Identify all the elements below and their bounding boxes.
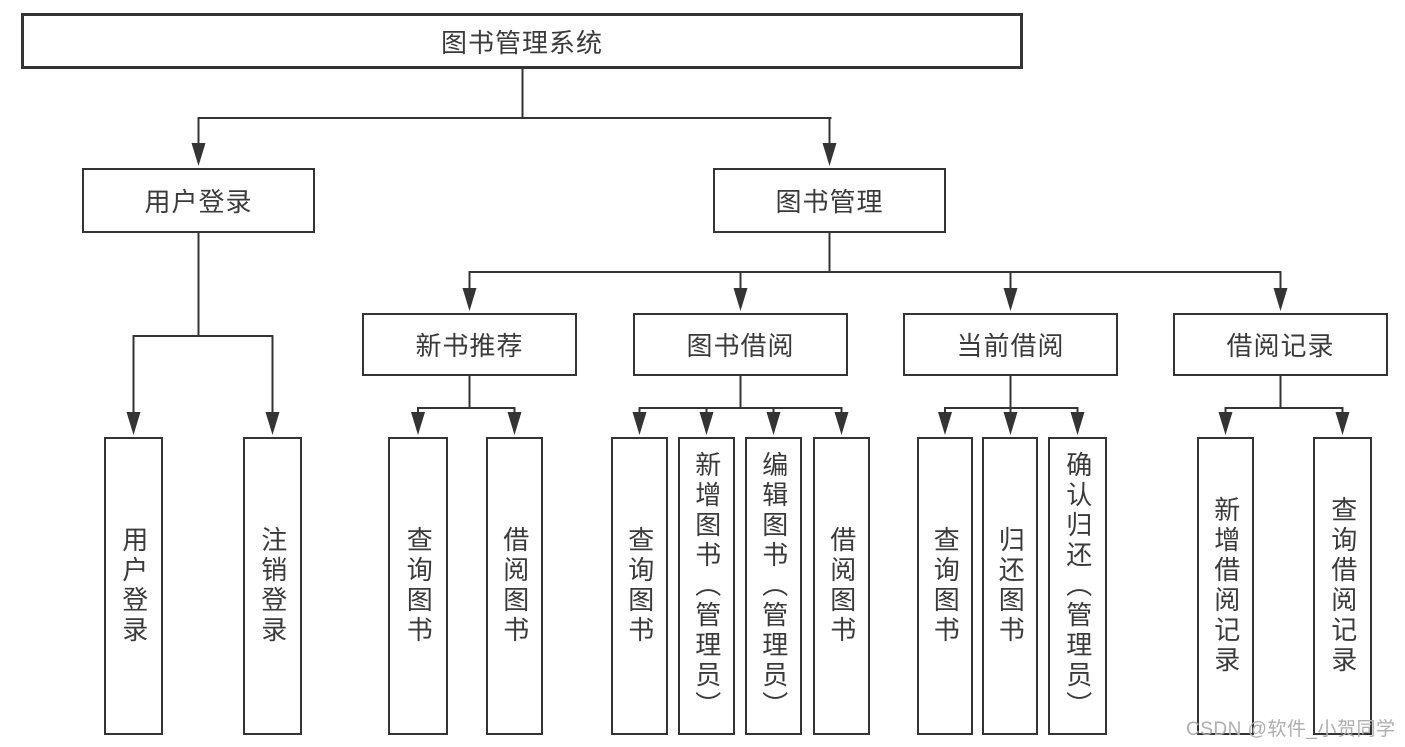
arrowhead-icon [507, 412, 522, 435]
arrowhead-icon [1218, 412, 1233, 435]
leaf-label: 查询借阅记录 [1327, 496, 1358, 676]
node-current-borrowing: 当前借阅 [903, 313, 1118, 376]
node-borrowing-records: 借阅记录 [1173, 313, 1388, 376]
leaf-label: 查询图书 [930, 526, 961, 646]
leaf-user-login: 用户登录 [104, 437, 163, 735]
arrowhead-icon [1273, 288, 1288, 311]
arrowhead-icon [1070, 412, 1085, 435]
leaf-label: 确认归还（管理员） [1062, 451, 1093, 721]
arrowhead-icon [822, 143, 837, 166]
node-library-management-system: 图书管理系统 [21, 13, 1023, 69]
node-label: 图书借阅 [686, 331, 795, 361]
arrowhead-icon [766, 412, 781, 435]
csdn-watermark: CSDN @软件_小贺同学 [1186, 719, 1396, 740]
node-label: 新书推荐 [415, 331, 524, 361]
leaf-label: 新增图书（管理员） [691, 451, 722, 721]
leaf-query-books-borrowing: 查询图书 [611, 437, 668, 735]
connector-borrow-to-leaves [638, 375, 843, 415]
arrowhead-icon [191, 143, 206, 166]
arrowhead-icon [834, 412, 849, 435]
arrowhead-icon [411, 412, 425, 435]
connector-current-to-leaves [944, 375, 1079, 415]
arrowhead-icon [462, 288, 477, 311]
arrowhead-icon [938, 412, 952, 435]
arrowhead-icon [632, 412, 647, 435]
leaf-edit-books-admin: 编辑图书（管理员） [745, 437, 802, 735]
leaf-label: 查询图书 [403, 526, 434, 646]
connector-login-to-leaves [132, 232, 274, 415]
leaf-label: 归还图书 [995, 526, 1026, 646]
leaf-borrow-books-newbooks: 借阅图书 [486, 437, 543, 735]
leaf-borrow-books-borrowing: 借阅图书 [813, 437, 870, 735]
leaf-query-borrow-record: 查询借阅记录 [1313, 437, 1372, 735]
connector-newbooks-to-leaves [417, 375, 516, 415]
node-label: 用户登录 [144, 187, 253, 217]
leaf-add-borrow-record: 新增借阅记录 [1197, 437, 1254, 735]
leaf-query-books-current: 查询图书 [917, 437, 973, 735]
arrowhead-icon [1003, 288, 1018, 311]
connector-root-to-level2 [197, 67, 832, 146]
arrowhead-icon [699, 412, 714, 435]
node-label: 当前借阅 [956, 331, 1065, 361]
leaf-label: 新增借阅记录 [1210, 496, 1241, 676]
arrowhead-icon [126, 412, 141, 435]
leaf-logout: 注销登录 [243, 437, 302, 735]
node-label: 图书管理系统 [440, 27, 603, 58]
leaf-label: 查询图书 [624, 526, 655, 646]
leaf-label: 注销登录 [257, 526, 288, 646]
leaf-label: 借阅图书 [826, 526, 857, 646]
connector-records-to-leaves [1224, 375, 1344, 415]
arrowhead-icon [1003, 412, 1018, 435]
node-book-management: 图书管理 [713, 168, 946, 233]
node-book-borrowing: 图书借阅 [633, 313, 848, 376]
leaf-query-books-newbooks: 查询图书 [388, 437, 448, 735]
connector-mgmt-to-level3 [468, 232, 1282, 291]
leaf-confirm-return-admin: 确认归还（管理员） [1048, 437, 1107, 735]
leaf-return-books: 归还图书 [982, 437, 1038, 735]
leaf-label: 用户登录 [118, 526, 149, 646]
leaf-label: 借阅图书 [499, 526, 530, 646]
node-label: 图书管理 [775, 187, 884, 217]
node-user-login: 用户登录 [82, 168, 315, 233]
node-new-book-recommendation: 新书推荐 [362, 313, 577, 376]
leaf-label: 编辑图书（管理员） [758, 451, 789, 721]
leaf-add-books-admin: 新增图书（管理员） [678, 437, 735, 735]
arrowhead-icon [265, 412, 280, 435]
node-label: 借阅记录 [1226, 331, 1335, 361]
arrowhead-icon [733, 288, 748, 311]
arrowhead-icon [1335, 412, 1350, 435]
